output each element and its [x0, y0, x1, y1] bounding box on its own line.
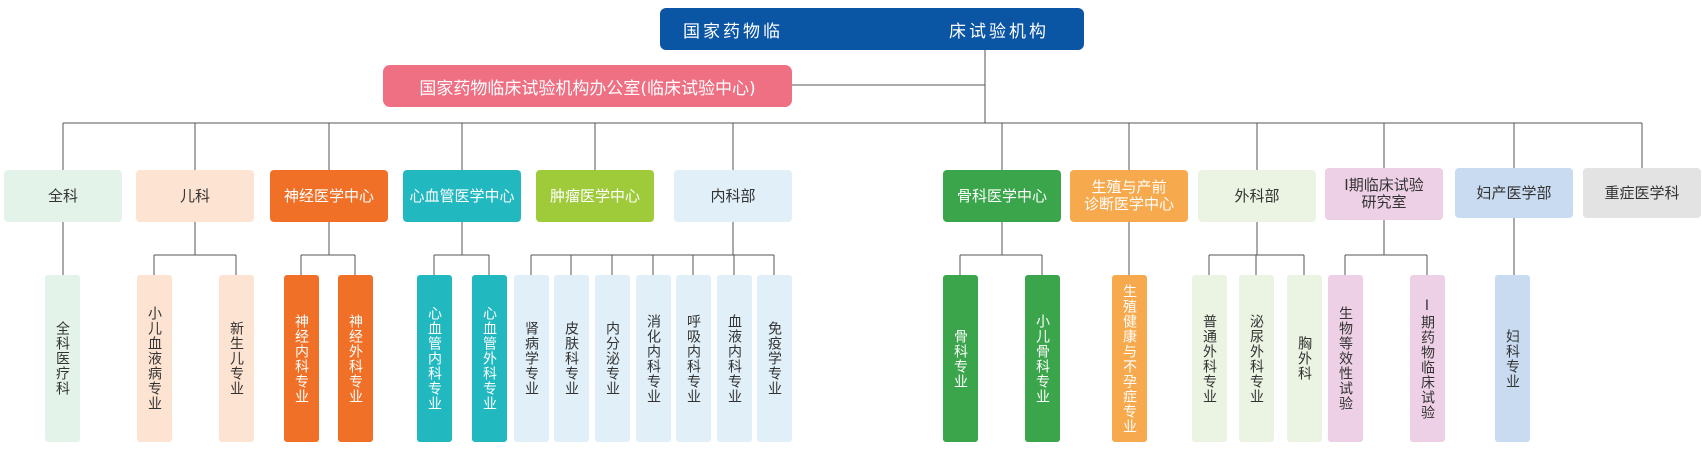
- specialty-node: 胸外科: [1286, 275, 1322, 442]
- department-node: 内科部: [674, 170, 792, 222]
- specialty-node: 心血管内科专业: [416, 275, 452, 442]
- department-node: 妇产医学部: [1455, 168, 1573, 218]
- specialty-node: Ⅰ期药物临床试验: [1409, 275, 1445, 442]
- department-node: 儿科: [136, 170, 254, 222]
- department-node: 重症医学科: [1583, 168, 1701, 218]
- specialty-node: 普通外科专业: [1191, 275, 1227, 442]
- specialty-node: 内分泌专业: [594, 275, 630, 442]
- department-node: 肿瘤医学中心: [536, 170, 654, 222]
- department-node: 全科: [4, 170, 122, 222]
- specialty-node: 骨科专业: [942, 275, 978, 442]
- specialty-node: 生殖健康与不孕症专业: [1111, 275, 1147, 442]
- root-label-part1: 国家药物临: [683, 22, 783, 42]
- specialty-node: 血液内科专业: [716, 275, 752, 442]
- department-node: 神经医学中心: [270, 170, 388, 222]
- specialty-node: 神经外科专业: [337, 275, 373, 442]
- department-node: 心血管医学中心: [403, 170, 521, 222]
- root-node: 国家药物临 床试验机构: [660, 8, 1084, 50]
- department-node: 生殖与产前 诊断医学中心: [1070, 170, 1188, 222]
- specialty-node: 神经内科专业: [283, 275, 319, 442]
- specialty-node: 小儿血液病专业: [136, 275, 172, 442]
- clinical-trial-office: 国家药物临床试验机构办公室(临床试验中心): [383, 65, 792, 107]
- specialty-node: 消化内科专业: [635, 275, 671, 442]
- specialty-node: 肾病学专业: [513, 275, 549, 442]
- specialty-node: 小儿骨科专业: [1024, 275, 1060, 442]
- department-node: 外科部: [1198, 170, 1316, 222]
- specialty-node: 妇科专业: [1494, 275, 1530, 442]
- specialty-node: 呼吸内科专业: [675, 275, 711, 442]
- specialty-node: 生物等效性试验: [1327, 275, 1363, 442]
- specialty-node: 免疫学专业: [756, 275, 792, 442]
- department-node: 骨科医学中心: [943, 170, 1061, 222]
- specialty-node: 全科医疗科: [44, 275, 80, 442]
- specialty-node: 新生儿专业: [218, 275, 254, 442]
- department-node: Ⅰ期临床试验 研究室: [1325, 168, 1443, 220]
- specialty-node: 皮肤科专业: [553, 275, 589, 442]
- specialty-node: 心血管外科专业: [471, 275, 507, 442]
- specialty-node: 泌尿外科专业: [1238, 275, 1274, 442]
- root-label-part2: 床试验机构: [949, 22, 1049, 42]
